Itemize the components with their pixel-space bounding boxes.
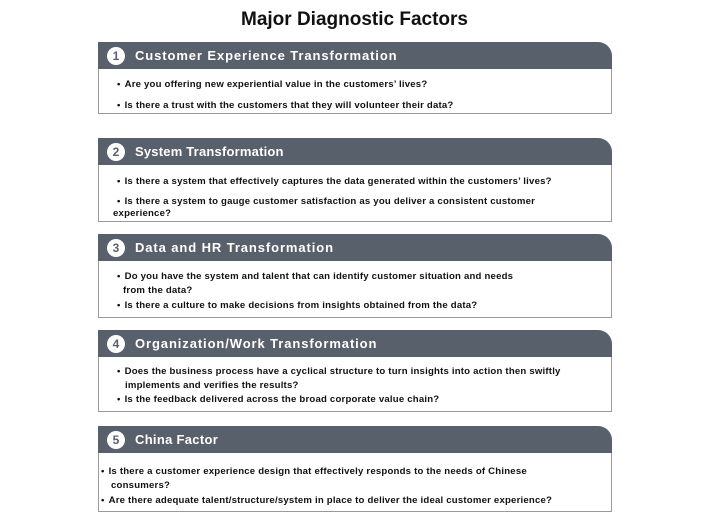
section-data-hr: 3 Data and HR Transformation •Do you hav… [98, 234, 612, 318]
bullet-item: •Are you offering new experiential value… [117, 79, 428, 90]
page-title: Major Diagnostic Factors [241, 9, 468, 30]
bullet-icon: • [117, 176, 121, 187]
bullet-icon: • [117, 196, 121, 207]
section-title: Customer Experience Transformation [135, 48, 398, 63]
section-system: 2 System Transformation •Is there a syst… [98, 138, 612, 222]
section-number-badge: 2 [107, 142, 125, 161]
section-customer-experience: 1 Customer Experience Transformation •Ar… [98, 42, 612, 114]
section-title: System Transformation [135, 144, 284, 159]
bullet-continuation: from the data? [123, 285, 193, 296]
section-title: Organization/Work Transformation [135, 336, 378, 351]
bullet-icon: • [117, 394, 121, 405]
bullet-item: •Is there a culture to make decisions fr… [117, 300, 478, 311]
bullet-icon: • [117, 366, 121, 377]
bullet-icon: • [101, 495, 105, 506]
section-title: China Factor [135, 432, 219, 447]
bullet-icon: • [117, 300, 121, 311]
bullet-item: •Is the feedback delivered across the br… [117, 394, 440, 405]
bullet-continuation: consumers? [111, 480, 171, 491]
section-header: 1 Customer Experience Transformation [98, 42, 612, 69]
bullet-continuation: implements and verifies the results? [125, 380, 299, 391]
section-body: •Is there a customer experience design t… [98, 453, 612, 512]
section-header: 2 System Transformation [98, 138, 612, 165]
section-title: Data and HR Transformation [135, 240, 334, 255]
section-organization-work: 4 Organization/Work Transformation •Does… [98, 330, 612, 412]
bullet-item: •Is there a system that effectively capt… [117, 176, 552, 187]
bullet-icon: • [101, 466, 105, 477]
bullet-item: •Do you have the system and talent that … [117, 271, 514, 282]
bullet-item: •Is there a trust with the customers tha… [117, 100, 454, 111]
bullet-item: •Is there a system to gauge customer sat… [117, 196, 536, 207]
bullet-item: •Is there a customer experience design t… [101, 466, 527, 477]
bullet-item: •Does the business process have a cyclic… [117, 366, 561, 377]
section-header: 3 Data and HR Transformation [98, 234, 612, 261]
section-number-badge: 3 [107, 238, 125, 257]
section-number-badge: 5 [107, 430, 125, 449]
section-body: •Do you have the system and talent that … [98, 261, 612, 318]
section-number-badge: 1 [107, 46, 125, 65]
section-header: 4 Organization/Work Transformation [98, 330, 612, 357]
section-header: 5 China Factor [98, 426, 612, 453]
bullet-icon: • [117, 79, 121, 90]
section-body: •Are you offering new experiential value… [98, 69, 612, 114]
section-body: •Is there a system that effectively capt… [98, 165, 612, 222]
bullet-continuation: experience? [113, 208, 172, 219]
section-number-badge: 4 [107, 334, 125, 353]
bullet-icon: • [117, 100, 121, 111]
bullet-icon: • [117, 271, 121, 282]
bullet-item: •Are there adequate talent/structure/sys… [101, 495, 553, 506]
section-china-factor: 5 China Factor •Is there a customer expe… [98, 426, 612, 512]
section-body: •Does the business process have a cyclic… [98, 357, 612, 412]
